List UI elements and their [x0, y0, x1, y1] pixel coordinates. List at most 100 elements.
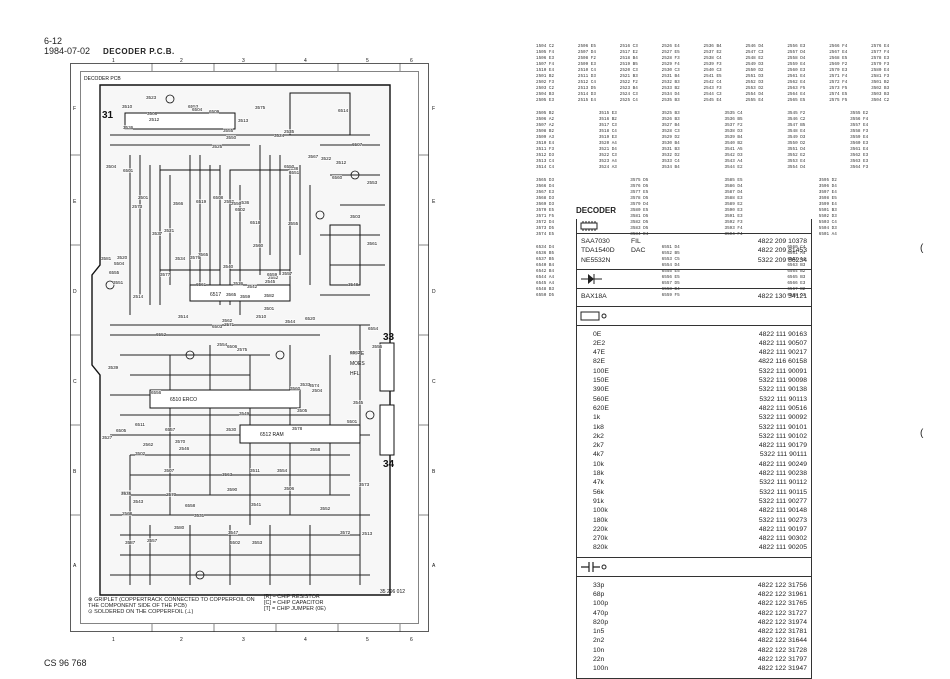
- resistor-code: 4822 111 90148: [758, 507, 807, 515]
- component-location: 2576 E4: [871, 44, 890, 49]
- resistor-code: 4822 111 90238: [758, 470, 807, 478]
- ic-function: FIL: [631, 238, 641, 245]
- component-location: 3536 B5: [724, 117, 743, 122]
- component-location: 2554 D4: [745, 92, 764, 97]
- part-label: 3511: [250, 468, 260, 473]
- component-location: 3529 D2: [661, 135, 680, 140]
- part-label: 2501: [138, 195, 149, 200]
- resistor-value: 1k: [593, 414, 601, 422]
- component-location: 1507 F4: [536, 62, 555, 67]
- diode-symbol-row: [577, 270, 811, 290]
- part-label: 3523: [146, 95, 157, 100]
- component-location: 3582 D5: [630, 220, 649, 225]
- col-4: 4: [304, 58, 307, 64]
- component-location: 2570 E3: [829, 68, 848, 73]
- resistor-value: 0E: [593, 330, 602, 338]
- part-label: 6560: [332, 175, 343, 180]
- component-location: 2564 E4: [787, 92, 806, 97]
- component-location: 3522 C3: [598, 153, 617, 158]
- row-d-right: D: [432, 289, 436, 295]
- board-title: DECODER P.C.B.: [103, 47, 175, 56]
- component-location: 2513 D5: [577, 86, 596, 91]
- component-location: 3557 E4: [850, 123, 869, 128]
- part-label: 6551: [289, 170, 300, 175]
- component-location: 3553 E4: [787, 159, 806, 164]
- capacitor-value: 2n2: [593, 637, 605, 645]
- component-location: 6536 B5: [536, 251, 555, 256]
- component-location: 2524 C3: [619, 92, 638, 97]
- component-location: 3550 D2: [787, 141, 806, 146]
- diode-name: BAX18A: [581, 293, 607, 301]
- capacitor-code: 4822 122 31728: [757, 646, 807, 654]
- ic-code: 5322 209 86234: [757, 256, 807, 264]
- resistor-code: 5322 111 90092: [758, 414, 807, 422]
- legend-item-chip-capacitor: [C] = CHIP CAPACITOR: [264, 600, 324, 606]
- component-location: 2567 E4: [829, 50, 848, 55]
- part-label: 6550: [284, 164, 295, 169]
- component-location: 2505 E3: [536, 98, 555, 103]
- resistor-code: 5322 111 90113: [759, 395, 807, 403]
- resistor-value: 270k: [593, 535, 608, 543]
- component-location: 3572 D4: [536, 220, 555, 225]
- component-location: 2568 E5: [829, 56, 848, 61]
- ic-code: 4822 209 81453: [757, 247, 807, 255]
- component-location: 3598 E5: [818, 196, 837, 201]
- component-location: 3528 C3: [661, 129, 680, 134]
- component-location: 2538 C4: [703, 56, 722, 61]
- page-date: 1984-07-02: [44, 46, 91, 56]
- part-label: 6558: [185, 503, 196, 508]
- component-location: 3539 B4: [724, 135, 743, 140]
- part-label: 3534: [175, 256, 186, 261]
- component-location: 2544 C3: [703, 92, 722, 97]
- part-label: 3540: [223, 264, 234, 269]
- component-location: 3512 D3: [536, 153, 555, 158]
- component-location: 2543 F3: [703, 86, 722, 91]
- ic-code: 4822 209 10378: [757, 238, 807, 245]
- component-location: 3592 F3: [724, 220, 743, 225]
- capacitor-value: 33p: [593, 581, 605, 589]
- component-location: 2507 D4: [577, 50, 596, 55]
- component-location: 3535 C4: [724, 111, 743, 116]
- component-location: 3570 E5: [536, 208, 555, 213]
- legend-item-chip-jumper: [T] = CHIP JUMPER (0E): [264, 606, 326, 612]
- edge-mark-1: (: [920, 243, 924, 254]
- component-location: 2521 B3: [619, 74, 638, 79]
- part-label: 5501: [347, 419, 358, 424]
- component-location: 3564 F3: [850, 165, 869, 170]
- part-label: 2546: [179, 446, 190, 451]
- component-location: 3515 E3: [598, 111, 617, 116]
- part-label: 2550: [231, 201, 242, 206]
- component-location: 2565 E5: [787, 98, 806, 103]
- component-location: 3520 A4: [598, 141, 617, 146]
- part-label: 3587: [125, 540, 136, 545]
- resistor-value: 220k: [593, 525, 608, 533]
- component-location: 3556 F4: [850, 117, 869, 122]
- resistor-code: 5322 111 90277: [758, 497, 807, 505]
- component-location: 3546 C2: [787, 117, 806, 122]
- component-location: 3519 E3: [598, 135, 617, 140]
- component-location: 6534 D4: [536, 245, 555, 250]
- part-label: 6514: [338, 108, 349, 113]
- part-label: 2573: [132, 204, 143, 209]
- part-label: 3558: [310, 447, 321, 452]
- part-label: 6519: [196, 199, 207, 204]
- row-a-right: A: [432, 563, 436, 569]
- ic-symbol-icon: [580, 221, 598, 231]
- legend-item-soldered: ⊙ SOLDERED ON THE COPPERFOIL (⊥): [88, 609, 194, 615]
- component-location: 3560 E3: [850, 141, 869, 146]
